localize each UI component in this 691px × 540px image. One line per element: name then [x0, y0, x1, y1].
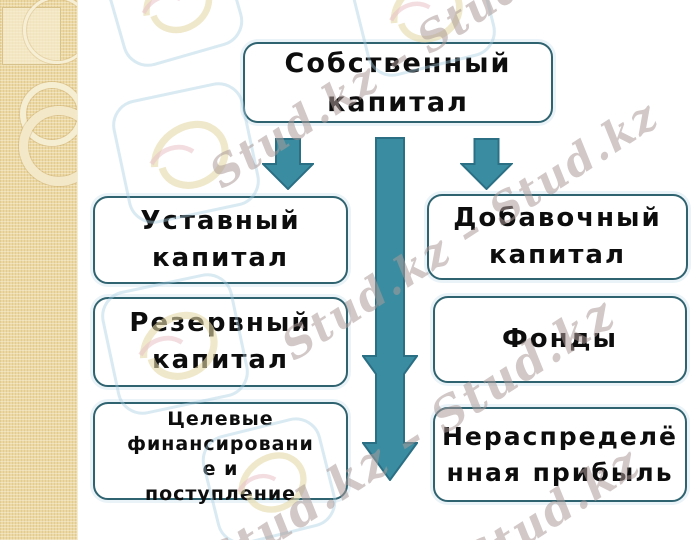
node-label-line: е и	[202, 458, 239, 480]
node-dobavochny-kapital: Добавочный капитал	[427, 194, 688, 280]
node-label-line: поступление	[144, 483, 297, 505]
node-ustavny-kapital: Уставный капитал	[93, 196, 348, 284]
node-label-line: капитал	[151, 345, 290, 375]
node-label-line: Нераспределё	[442, 421, 678, 451]
node-rezervny-kapital: Резервный капитал	[93, 297, 348, 387]
node-label-line: Резервный	[129, 308, 312, 338]
node-label-line: нная прибыль	[446, 457, 674, 487]
node-label-line: Уставный	[140, 206, 301, 236]
node-fondy: Фонды	[433, 296, 687, 383]
root-node-sobstvenny-kapital: Собственный капитал	[243, 42, 553, 123]
sidebar-decoration	[0, 0, 78, 540]
node-label-line: Целевые	[167, 408, 274, 430]
node-label-line: Добавочный	[453, 203, 662, 233]
sidebar-ring-decoration	[19, 106, 77, 186]
arrow-down-long-icon	[362, 137, 418, 481]
node-label-line: капитал	[488, 240, 627, 270]
node-label-line: капитал	[327, 86, 469, 118]
stud-kz-logo-watermark	[98, 0, 250, 73]
arrow-down-left-icon	[262, 138, 314, 190]
sidebar-circle-decoration	[23, 0, 77, 64]
node-label-line: капитал	[151, 243, 290, 273]
arrow-down-right-icon	[460, 138, 513, 190]
node-label-line: финансировани	[127, 433, 314, 455]
node-tselevye-finansirovanie: Целевые финансировани е и поступление	[93, 402, 348, 505]
node-label-line: Фонды	[501, 324, 619, 354]
node-label-line: Собственный	[284, 47, 512, 79]
bird-icon	[141, 0, 213, 34]
node-neraspredelennaya-pribyl: Нераспределё нная прибыль	[433, 407, 687, 502]
